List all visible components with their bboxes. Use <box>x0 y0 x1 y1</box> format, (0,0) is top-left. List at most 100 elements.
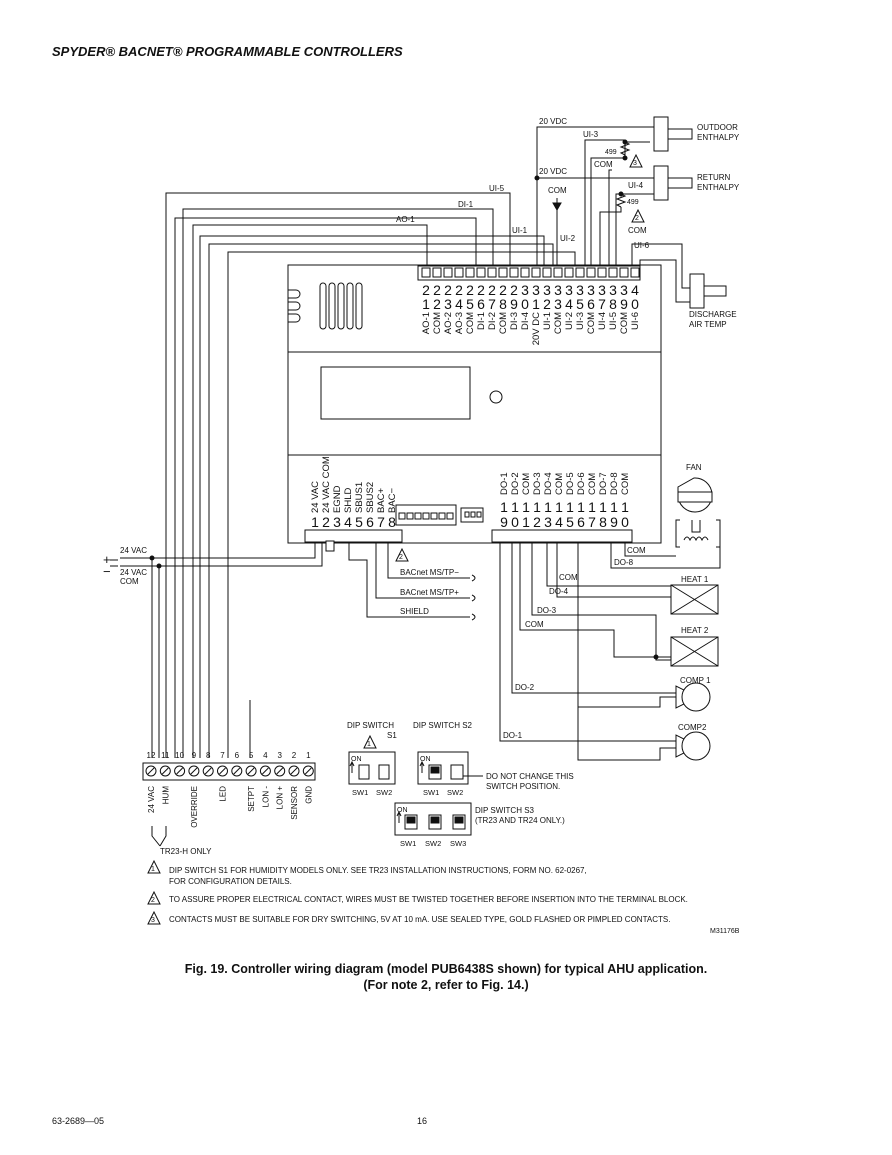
output-terminal-number: 0 <box>621 514 629 530</box>
note-1-triangle-icon <box>363 734 377 749</box>
top-terminal-number: 3 <box>576 282 584 298</box>
wall-terminal-slot <box>247 767 255 775</box>
power-terminal-number: 2 <box>322 514 330 530</box>
power-terminal-number: 5 <box>355 514 363 530</box>
dip-sw-label: SW3 <box>450 839 466 848</box>
top-terminal-screw <box>476 267 486 278</box>
device-label: DISCHARGE <box>689 310 737 319</box>
wall-terminal-slot <box>161 767 169 775</box>
top-terminal-label: DI-3 <box>509 312 520 330</box>
top-terminal-number: 1 <box>422 296 430 312</box>
wire-label: 20 VDC <box>539 167 567 176</box>
doc-number: 63-2689—05 <box>52 1116 105 1126</box>
top-terminal-number: 2 <box>455 282 463 298</box>
output-terminal-number: 1 <box>522 499 530 515</box>
power-terminal-number: 3 <box>333 514 341 530</box>
wire-label: DO-3 <box>537 606 557 615</box>
device-label: AIR TEMP <box>689 320 727 329</box>
wall-terminal-label: LON + <box>276 786 285 810</box>
wire-label: UI-5 <box>489 184 505 193</box>
note-2-triangle-icon <box>631 208 645 223</box>
dip-sw-label: SW1 <box>352 788 368 797</box>
wall-terminal-slot <box>190 767 198 775</box>
output-terminal-number: 1 <box>588 499 596 515</box>
output-terminal-label: DO-4 <box>543 472 554 495</box>
output-terminal-number: 4 <box>555 514 563 530</box>
wire-label: COM <box>120 577 139 586</box>
top-terminal-number: 4 <box>455 296 463 312</box>
power-terminal-number: 1 <box>311 514 319 530</box>
top-terminal-screw <box>619 267 629 278</box>
top-terminal-number: 7 <box>488 296 496 312</box>
dip-title: S1 <box>387 731 397 740</box>
dip-sw-label: SW1 <box>423 788 439 797</box>
top-terminal-number: 1 <box>532 296 540 312</box>
display-window <box>320 366 471 420</box>
wall-terminal-slot <box>290 767 298 775</box>
top-terminal-number: 0 <box>521 296 529 312</box>
top-terminal-number: 2 <box>488 282 496 298</box>
note-1-triangle-icon <box>147 859 161 874</box>
top-terminal-screw <box>520 267 530 278</box>
wire-label: COM <box>627 546 646 555</box>
wall-terminal-slot <box>147 767 155 775</box>
top-terminal-screw <box>608 267 618 278</box>
output-terminal-label: DO-7 <box>598 472 609 495</box>
wire-label: COM <box>594 160 613 169</box>
wire-label: DO-2 <box>515 683 535 692</box>
output-terminal-number: 1 <box>621 499 629 515</box>
dip-title: DIP SWITCH S3 <box>475 806 535 815</box>
resistor-icon <box>619 141 631 156</box>
wall-terminal-number: 10 <box>175 751 184 760</box>
top-terminal-screw <box>597 267 607 278</box>
wire-label: BACnet MS/TP+ <box>400 588 459 597</box>
wall-terminal-number: 3 <box>277 751 282 760</box>
device-label: ENTHALPY <box>697 133 740 142</box>
top-terminal-screw <box>509 267 519 278</box>
power-terminal-label: SHLD <box>343 488 354 513</box>
dip-sw-label: SW2 <box>425 839 441 848</box>
top-wiring <box>165 116 727 758</box>
wire-label: AO-1 <box>396 215 415 224</box>
wall-terminal-slot <box>219 767 226 775</box>
top-terminal-number: 3 <box>598 282 606 298</box>
top-terminal-label: UI-5 <box>608 312 619 330</box>
top-terminal-number: 3 <box>444 296 452 312</box>
output-terminal-number: 5 <box>566 514 574 530</box>
top-terminal-label: UI-4 <box>597 312 608 330</box>
output-terminal-label: DO-6 <box>576 472 587 495</box>
output-terminal-number: 1 <box>544 499 552 515</box>
top-terminal-screw <box>465 267 475 278</box>
top-terminal-label: UI-1 <box>542 312 553 330</box>
device-label: COMP 1 <box>680 676 711 685</box>
top-terminal-number: 3 <box>532 282 540 298</box>
polarity-minus: − <box>103 564 111 579</box>
wire-label: 24 VAC <box>120 546 147 555</box>
dip-warning: SWITCH POSITION. <box>486 782 560 791</box>
wire-label: SHIELD <box>400 607 429 616</box>
top-terminal-label: COM <box>619 312 630 334</box>
output-terminal-number: 1 <box>577 499 585 515</box>
top-terminal-screw <box>443 267 453 278</box>
tr23h-label: TR23-H ONLY <box>160 847 212 856</box>
top-terminal-number: 0 <box>631 296 639 312</box>
output-terminal-number: 1 <box>500 499 508 515</box>
output-terminal-label: COM <box>620 473 631 495</box>
wall-module <box>142 762 316 847</box>
wall-module-terminal-block <box>142 762 316 781</box>
wire-label: UI-3 <box>583 130 599 139</box>
top-terminal-number: 8 <box>499 296 507 312</box>
power-terminal-label: 24 VAC <box>310 481 321 513</box>
top-terminal-number: 2 <box>422 282 430 298</box>
power-terminal-number: 6 <box>366 514 374 530</box>
top-terminal-label: COM <box>586 312 597 334</box>
output-terminal-label: DO-5 <box>565 472 576 495</box>
output-terminal-number: 3 <box>544 514 552 530</box>
top-terminal-screw <box>531 267 541 278</box>
power-terminal-label: SBUS1 <box>354 482 365 513</box>
top-terminal-label: DI-2 <box>487 312 498 330</box>
top-terminal-number: 3 <box>620 282 628 298</box>
top-terminal-number: 2 <box>444 282 452 298</box>
device-label: FAN <box>686 463 702 472</box>
